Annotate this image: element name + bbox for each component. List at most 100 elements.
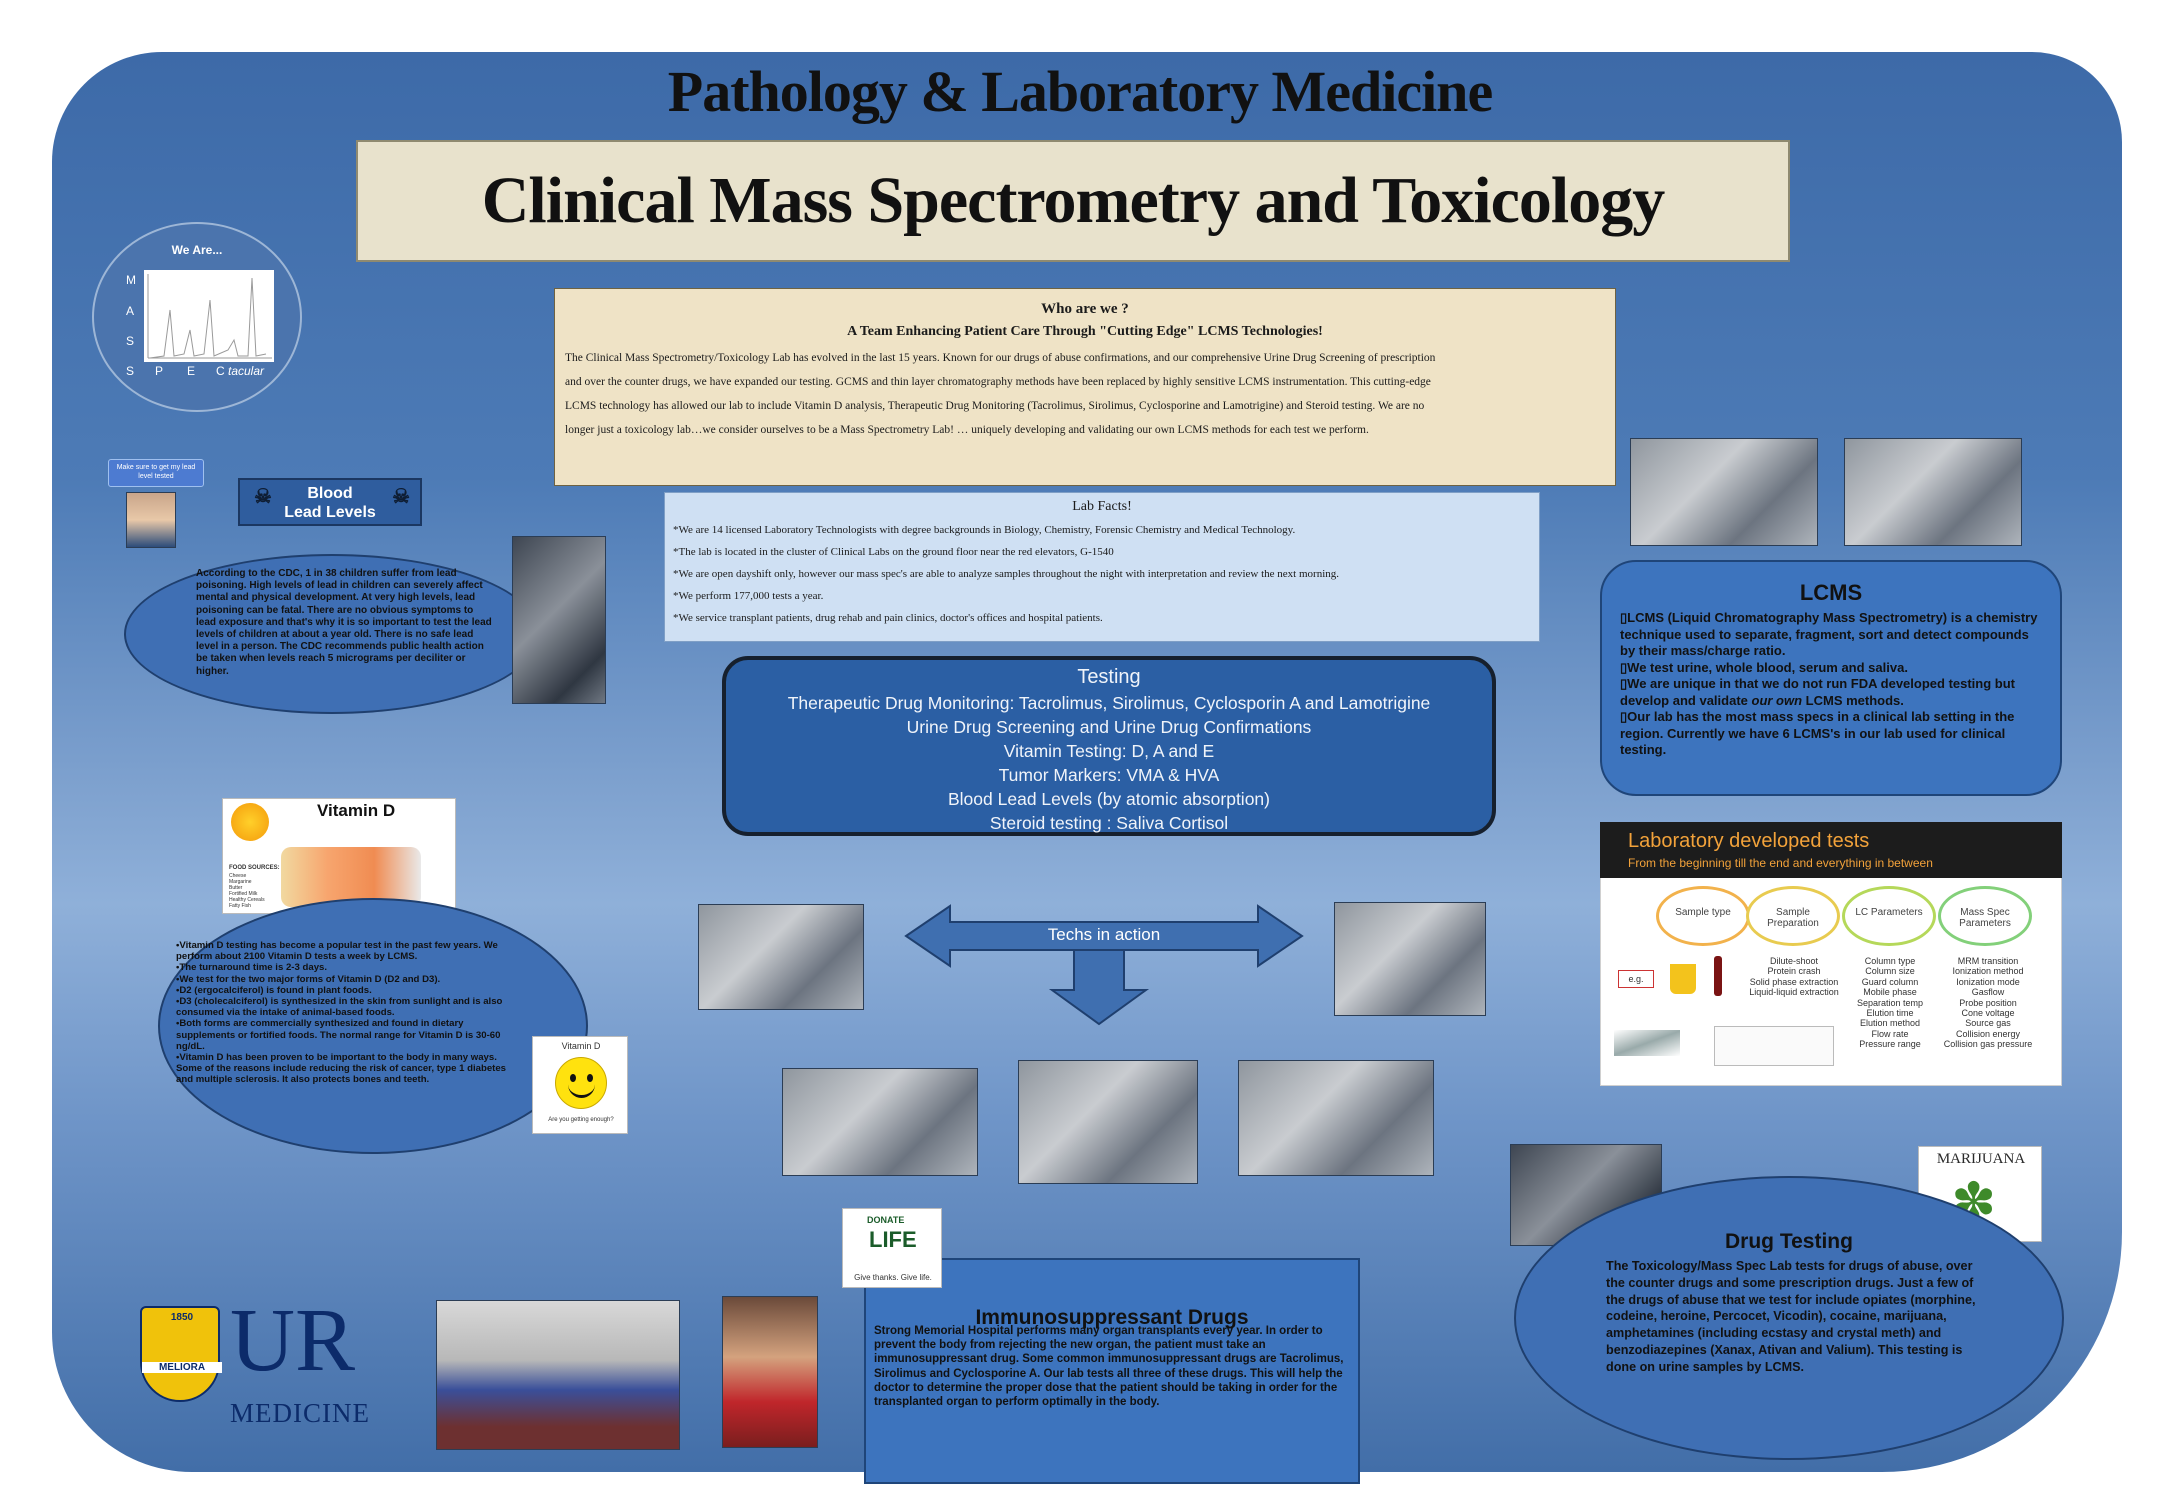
lcms-line: ▯LCMS (Liquid Chromatography Mass Spectr… bbox=[1620, 610, 2038, 658]
ldt-item: Gasflow bbox=[1971, 987, 2005, 998]
tech-photo-4 bbox=[1018, 1060, 1198, 1184]
donate-line1: DONATE bbox=[867, 1215, 905, 1225]
ldt-item: Probe position bbox=[1959, 997, 2017, 1008]
immuno-text: Strong Memorial Hospital performs many o… bbox=[874, 1325, 1344, 1409]
food-source: Fortified Milk bbox=[229, 891, 258, 897]
lead-instrument-photo bbox=[512, 536, 606, 704]
ldt-header: Laboratory developed tests From the begi… bbox=[1600, 822, 2062, 878]
marijuana-label: MARIJUANA bbox=[1936, 1151, 2026, 1167]
down-arrow-icon bbox=[1048, 949, 1150, 1026]
ldt-item: Source gas bbox=[1965, 1018, 2011, 1029]
vitamin-d-ellipse bbox=[158, 898, 588, 1154]
food-source: Healthy Cereals bbox=[229, 897, 265, 903]
circle-letter-p: P bbox=[155, 364, 164, 378]
team-photo bbox=[436, 1300, 680, 1450]
food-sources-list: Cheese Margarine Butter Fortified Milk H… bbox=[229, 873, 265, 909]
logo-motto: MELIORA bbox=[142, 1362, 222, 1373]
ldt-item: Guard column bbox=[1861, 976, 1919, 987]
immunosuppressant-box: Immunosuppressant Drugs Strong Memorial … bbox=[864, 1258, 1360, 1484]
ldt-item: Elution time bbox=[1866, 1008, 1914, 1019]
circle-letter-m: M bbox=[126, 273, 136, 287]
main-title-box: Clinical Mass Spectrometry and Toxicolog… bbox=[356, 140, 1790, 262]
food-sources-label: FOOD SOURCES: bbox=[229, 865, 280, 871]
drug-testing-heading: Drug Testing bbox=[1725, 1230, 1853, 1253]
ldt-step: Mass Spec Parameters bbox=[1938, 886, 2032, 946]
ldt-item: MRM transition bbox=[1957, 956, 2019, 966]
who-line-4: longer just a toxicology lab…we consider… bbox=[565, 424, 1369, 436]
ldt-item: Protein crash bbox=[1767, 966, 1821, 977]
circle-letter-a: A bbox=[126, 304, 135, 318]
donate-tagline: Give thanks. Give life. bbox=[854, 1273, 932, 1282]
drug-testing-text: The Toxicology/Mass Spec Lab tests for d… bbox=[1606, 1259, 1976, 1374]
food-source: Cheese bbox=[229, 873, 247, 879]
lcms-line: ▯Our lab has the most mass specs in a cl… bbox=[1620, 709, 2015, 757]
testing-line: Blood Lead Levels (by atomic absorption) bbox=[948, 789, 1270, 809]
lead-title-line1: Blood bbox=[307, 485, 353, 502]
ldt-item: Pressure range bbox=[1859, 1039, 1921, 1050]
lcms-box: LCMS ▯LCMS (Liquid Chromatography Mass S… bbox=[1600, 560, 2062, 796]
who-line-2: and over the counter drugs, we have expa… bbox=[565, 376, 1431, 388]
ldt-item: Cone voltage bbox=[1961, 1008, 2015, 1019]
lead-text: According to the CDC, 1 in 38 children s… bbox=[196, 568, 492, 677]
who-heading: Who are we ? bbox=[1041, 301, 1129, 317]
lab-facts-box: Lab Facts! *We are 14 licensed Laborator… bbox=[664, 492, 1540, 642]
smiley-caption: Vitamin D bbox=[561, 1041, 601, 1051]
ldt-title: Laboratory developed tests bbox=[1628, 830, 1870, 852]
ldt-step: LC Parameters bbox=[1842, 886, 1936, 946]
logo-ur: UR bbox=[230, 1291, 356, 1390]
lead-title-line2: Lead Levels bbox=[284, 504, 376, 521]
syringe-icon bbox=[1614, 1030, 1680, 1056]
who-line-3: LCMS technology has allowed our lab to i… bbox=[565, 400, 1425, 412]
department-title: Pathology & Laboratory Medicine bbox=[667, 59, 1493, 124]
ldt-step: Sample Preparation bbox=[1746, 886, 1840, 946]
ldt-item: Column type bbox=[1864, 956, 1916, 966]
circle-letter-s2: S bbox=[126, 364, 135, 378]
logo-medicine: MEDICINE bbox=[230, 1398, 370, 1428]
tech-photo-3 bbox=[782, 1068, 978, 1176]
testing-line: Vitamin Testing: D, A and E bbox=[1003, 741, 1215, 761]
donate-line2: LIFE bbox=[869, 1227, 917, 1252]
ldt-item: Collision energy bbox=[1955, 1028, 2021, 1039]
smiley-bottom-text: Are you getting enough? bbox=[548, 1117, 614, 1123]
we-are-heading: We Are... bbox=[171, 243, 223, 257]
fact-item: *The lab is located in the cluster of Cl… bbox=[673, 546, 1114, 558]
ldt-item: Elution method bbox=[1859, 1018, 1921, 1029]
lcms-instrument-photo-1 bbox=[1630, 438, 1818, 546]
vitamin-d-image-title: Vitamin D bbox=[317, 801, 396, 820]
testing-line: Tumor Markers: VMA & HVA bbox=[998, 765, 1220, 785]
ldt-item: Column size bbox=[1865, 966, 1915, 977]
testing-heading: Testing bbox=[1077, 666, 1141, 688]
who-subheading: A Team Enhancing Patient Care Through "C… bbox=[847, 324, 1323, 339]
ldt-item: Separation temp bbox=[1856, 997, 1924, 1008]
spectrum-chart bbox=[144, 270, 274, 362]
ldt-step: Sample type bbox=[1656, 886, 1750, 946]
donate-life-logo: DONATE LIFE Give thanks. Give life. bbox=[842, 1208, 942, 1288]
tech-photo-2 bbox=[1334, 902, 1486, 1016]
vitamin-d-image: Vitamin D FOOD SOURCES: Cheese Margarine… bbox=[222, 798, 456, 914]
circle-letter-s1: S bbox=[126, 334, 135, 348]
tech-photo-5 bbox=[1238, 1060, 1434, 1176]
ldt-item: Liquid-liquid extraction bbox=[1749, 987, 1839, 998]
spectrum-graph-icon bbox=[147, 274, 272, 359]
skull-icon: ☠ bbox=[392, 486, 410, 508]
food-source: Fatty Fish bbox=[229, 903, 251, 909]
smiley-face-icon bbox=[555, 1057, 607, 1109]
drug-testing-ellipse bbox=[1514, 1176, 2064, 1460]
ldt-eg-label: e.g. bbox=[1618, 970, 1654, 988]
lcms-line: ▯We test urine, whole blood, serum and s… bbox=[1620, 659, 1908, 675]
lcms-instrument-photo-2 bbox=[1844, 438, 2022, 546]
fact-item: *We are open dayshift only, however our … bbox=[673, 568, 1339, 580]
skull-icon: ☠ bbox=[254, 486, 272, 508]
bullet-icon: ▯ bbox=[1620, 709, 1628, 724]
testing-box: Testing Therapeutic Drug Monitoring: Tac… bbox=[722, 656, 1496, 836]
bullet-icon: ▯ bbox=[1620, 610, 1628, 625]
ldt-item: Ionization mode bbox=[1956, 976, 2020, 987]
ldt-ms-list: MRM transition Ionization method Ionizat… bbox=[1936, 956, 2040, 1050]
testing-line: Therapeutic Drug Monitoring: Tacrolimus,… bbox=[787, 693, 1431, 713]
testing-line: Steroid testing : Saliva Cortisol bbox=[989, 813, 1229, 833]
food-source: Butter bbox=[229, 885, 243, 891]
smiley-image: Vitamin D Are you getting enough? bbox=[532, 1036, 628, 1134]
lead-ellipse bbox=[124, 554, 540, 714]
logo-year: 1850 bbox=[170, 1312, 194, 1323]
who-line-1: The Clinical Mass Spectrometry/Toxicolog… bbox=[565, 352, 1436, 364]
